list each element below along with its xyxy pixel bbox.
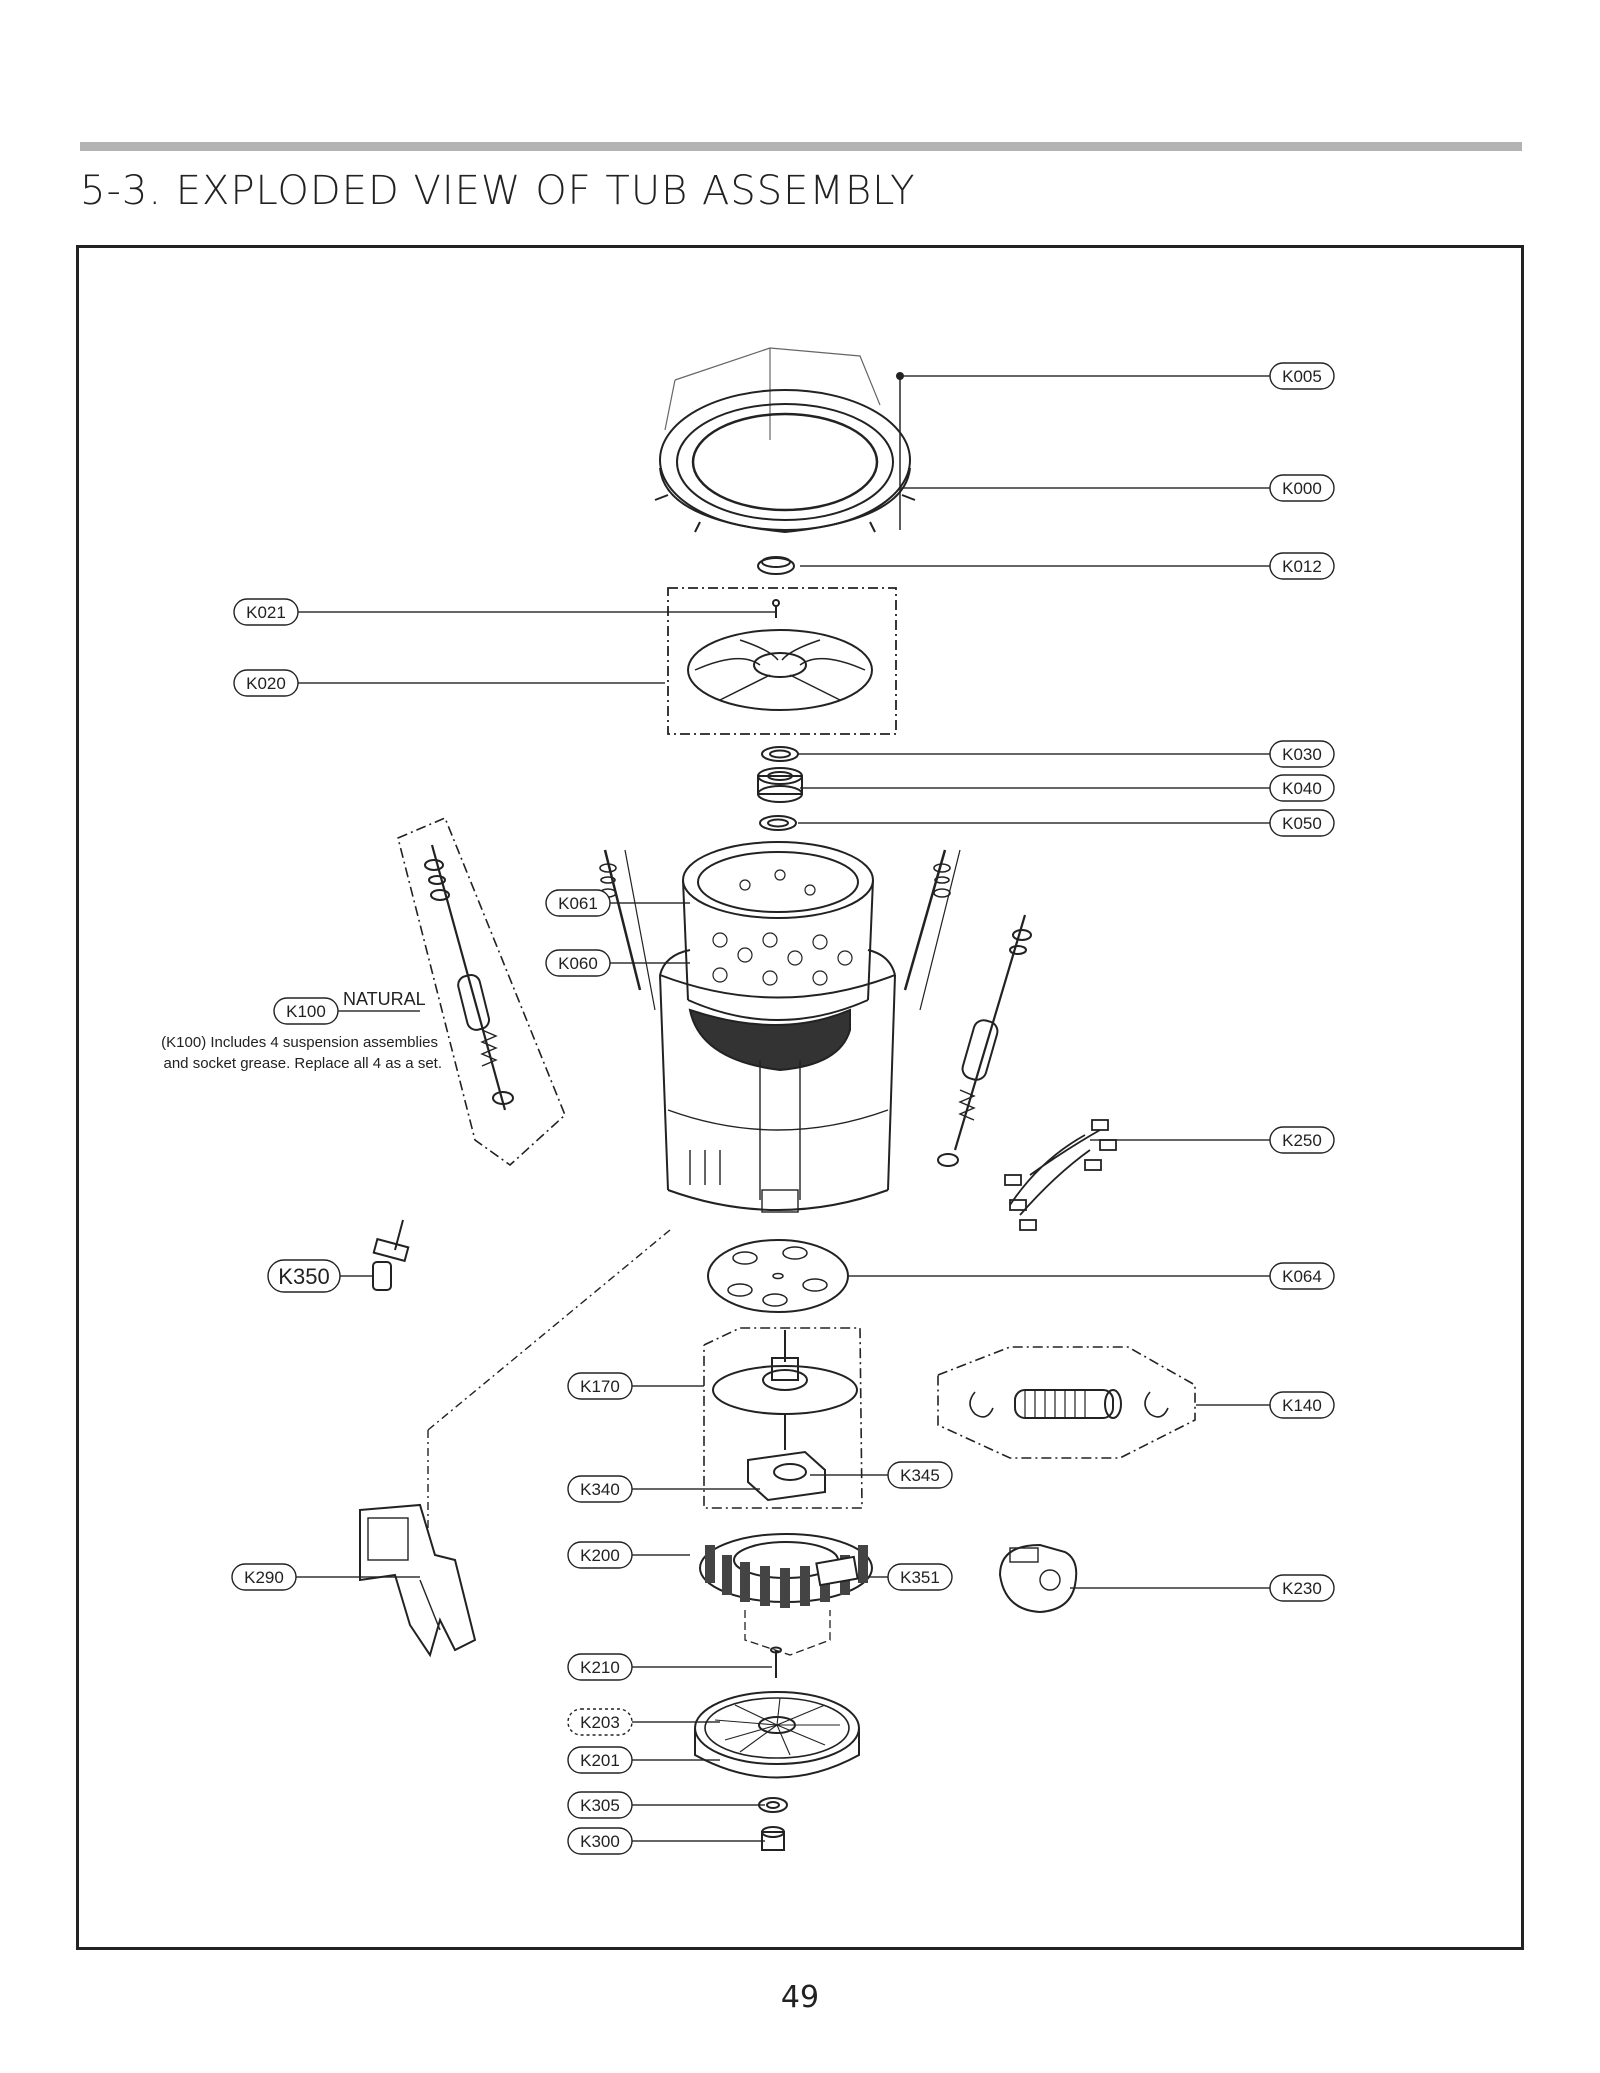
svg-text:K210: K210 bbox=[580, 1658, 620, 1677]
page-number: 49 bbox=[780, 1980, 820, 2015]
callout-k300: K300 bbox=[567, 1827, 633, 1855]
drain-hose-group bbox=[937, 1346, 1196, 1459]
k100-note-line1: (K100) Includes 4 suspension assemblies bbox=[161, 1034, 438, 1051]
svg-text:K170: K170 bbox=[580, 1377, 620, 1396]
svg-text:K020: K020 bbox=[246, 674, 286, 693]
svg-text:K050: K050 bbox=[1282, 814, 1322, 833]
hub-plate bbox=[427, 1229, 849, 1530]
k100-note: NATURAL (K100) Includes 4 suspension ass… bbox=[161, 989, 442, 1072]
callout-k030: K030 bbox=[1269, 740, 1335, 768]
callout-k203: K203 bbox=[567, 1708, 633, 1736]
callout-k061: K061 bbox=[545, 889, 611, 917]
callout-k170: K170 bbox=[567, 1372, 633, 1400]
k300-nut bbox=[761, 1826, 785, 1851]
k012-part bbox=[757, 556, 795, 575]
callout-k140: K140 bbox=[1269, 1391, 1335, 1419]
callout-k340: K340 bbox=[567, 1475, 633, 1503]
k350-part bbox=[372, 1219, 410, 1291]
svg-text:K012: K012 bbox=[1282, 557, 1322, 576]
wire-harness-part bbox=[1004, 1119, 1117, 1231]
callout-k305: K305 bbox=[567, 1791, 633, 1819]
callout-k020: K020 bbox=[233, 669, 299, 697]
tub-assembly bbox=[599, 841, 961, 1213]
svg-text:K305: K305 bbox=[580, 1796, 620, 1815]
callout-k060: K060 bbox=[545, 949, 611, 977]
suspension-set bbox=[397, 816, 1032, 1167]
page-title: 5-3. EXPLODED VIEW OF TUB ASSEMBLY bbox=[80, 168, 916, 214]
header-rule bbox=[80, 142, 1522, 151]
svg-text:K140: K140 bbox=[1282, 1396, 1322, 1415]
callout-k230: K230 bbox=[1269, 1574, 1335, 1602]
callout-k345: K345 bbox=[887, 1461, 953, 1489]
callout-k201: K201 bbox=[567, 1746, 633, 1774]
k030-washer bbox=[761, 746, 799, 762]
tub-cover-part bbox=[654, 347, 916, 534]
svg-text:K250: K250 bbox=[1282, 1131, 1322, 1150]
svg-text:K230: K230 bbox=[1282, 1579, 1322, 1598]
k050-washer bbox=[759, 815, 797, 831]
svg-text:K005: K005 bbox=[1282, 367, 1322, 386]
callout-k200: K200 bbox=[567, 1541, 633, 1569]
clutch-group bbox=[703, 1327, 863, 1509]
callout-k351: K351 bbox=[887, 1563, 953, 1591]
svg-text:K064: K064 bbox=[1282, 1267, 1322, 1286]
callout-k350: K350 bbox=[267, 1259, 341, 1293]
svg-text:K300: K300 bbox=[580, 1832, 620, 1851]
callout-k021: K021 bbox=[233, 598, 299, 626]
callout-k040: K040 bbox=[1269, 774, 1335, 802]
svg-text:K290: K290 bbox=[244, 1568, 284, 1587]
callout-k000: K000 bbox=[1269, 474, 1335, 502]
diagram-frame bbox=[76, 245, 1524, 1950]
callout-k012: K012 bbox=[1269, 552, 1335, 580]
stator-part bbox=[699, 1533, 873, 1656]
svg-text:K061: K061 bbox=[558, 894, 598, 913]
svg-text:K040: K040 bbox=[1282, 779, 1322, 798]
svg-text:K030: K030 bbox=[1282, 745, 1322, 764]
svg-text:K345: K345 bbox=[900, 1466, 940, 1485]
svg-text:K201: K201 bbox=[580, 1751, 620, 1770]
callout-k210: K210 bbox=[567, 1653, 633, 1681]
callout-k050: K050 bbox=[1269, 809, 1335, 837]
svg-text:K021: K021 bbox=[246, 603, 286, 622]
callout-k250: K250 bbox=[1269, 1126, 1335, 1154]
callout-k005: K005 bbox=[1269, 362, 1335, 390]
svg-text:K000: K000 bbox=[1282, 479, 1322, 498]
svg-text:K203: K203 bbox=[580, 1713, 620, 1732]
svg-text:K200: K200 bbox=[580, 1546, 620, 1565]
callout-k290: K290 bbox=[231, 1563, 297, 1591]
rotor-part bbox=[694, 1691, 860, 1779]
svg-text:K351: K351 bbox=[900, 1568, 940, 1587]
svg-text:K340: K340 bbox=[580, 1480, 620, 1499]
k290-part bbox=[359, 1503, 477, 1658]
pulsator-group bbox=[667, 587, 897, 735]
k230-part bbox=[998, 1543, 1078, 1614]
k100-variant-label: NATURAL bbox=[343, 989, 426, 1009]
k210-bolt bbox=[770, 1646, 782, 1678]
callout-k100: K100 bbox=[273, 997, 339, 1025]
callout-k064: K064 bbox=[1269, 1262, 1335, 1290]
callout-labels: K005 K000 K012 K021 K020 K030 K040 K050 … bbox=[231, 362, 1335, 1855]
svg-text:K060: K060 bbox=[558, 954, 598, 973]
svg-text:K350: K350 bbox=[278, 1264, 329, 1289]
leader-lines bbox=[296, 375, 1270, 1842]
k040-nut bbox=[757, 767, 803, 803]
k305-washer bbox=[758, 1797, 788, 1813]
svg-text:K100: K100 bbox=[286, 1002, 326, 1021]
k100-note-line2: and socket grease. Replace all 4 as a se… bbox=[164, 1055, 443, 1072]
